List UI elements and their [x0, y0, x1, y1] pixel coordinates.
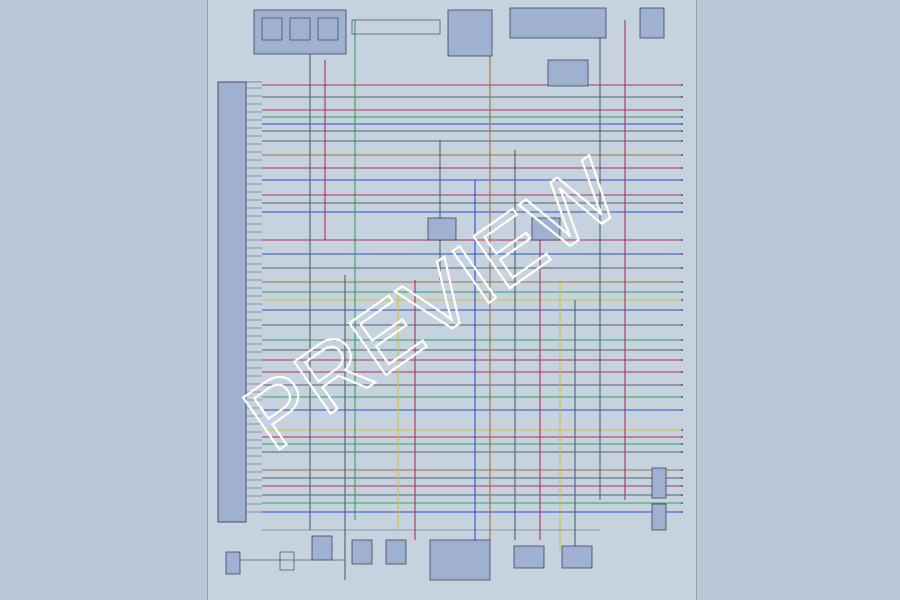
wire-terminal — [681, 494, 683, 496]
wire-terminal — [681, 502, 683, 504]
top-connector-strip — [351, 19, 441, 35]
wire-terminal — [681, 154, 683, 156]
wire-terminal — [681, 436, 683, 438]
wire-terminal — [681, 396, 683, 398]
wire-terminal — [681, 485, 683, 487]
wire-terminal — [681, 267, 683, 269]
wire-terminal — [681, 443, 683, 445]
wire-terminal — [681, 202, 683, 204]
top-relay-block — [253, 9, 347, 55]
wire-terminal — [681, 451, 683, 453]
wire-terminal — [681, 116, 683, 118]
vertical-wire-group — [309, 20, 626, 580]
wire-terminal — [681, 167, 683, 169]
right-connector-a — [651, 467, 667, 499]
top-right-relay — [547, 59, 589, 87]
wire-terminal — [681, 409, 683, 411]
top-right-module — [509, 7, 607, 39]
wire-terminal — [681, 130, 683, 132]
wire-terminal — [681, 140, 683, 142]
top-switch-module — [447, 9, 493, 57]
wire-terminal — [681, 194, 683, 196]
wire-terminal — [681, 384, 683, 386]
bottom-coil-b — [561, 545, 593, 569]
bottom-coil-a — [513, 545, 545, 569]
wire-terminal — [681, 371, 683, 373]
relay-coil-b — [289, 17, 311, 41]
bottom-sensor-3 — [385, 539, 407, 565]
bottom-left-connector — [225, 551, 241, 575]
wire-terminal — [681, 511, 683, 513]
bottom-sensor-1 — [311, 535, 333, 561]
wire-terminal — [681, 429, 683, 431]
wire-terminal — [681, 339, 683, 341]
wire-terminal — [681, 359, 683, 361]
wire-terminal — [681, 239, 683, 241]
ecu-connector-box — [217, 81, 247, 523]
mid-sensor-a — [427, 217, 457, 241]
wire-terminal — [681, 299, 683, 301]
wire-terminal — [681, 477, 683, 479]
wire-terminal — [681, 291, 683, 293]
horizontal-wire-group — [262, 84, 683, 513]
right-connector-b — [651, 503, 667, 531]
bottom-left-sensor — [279, 551, 295, 571]
wire-terminal — [681, 96, 683, 98]
wire-terminal — [681, 349, 683, 351]
wire-terminal — [681, 179, 683, 181]
wire-terminal — [681, 84, 683, 86]
wire-terminal — [681, 469, 683, 471]
wire-terminal — [681, 123, 683, 125]
bottom-center-module — [429, 539, 491, 581]
mid-sensor-b — [531, 217, 561, 241]
top-right-switch — [639, 7, 665, 39]
relay-coil-c — [317, 17, 339, 41]
wire-terminal — [681, 309, 683, 311]
wire-terminal — [681, 253, 683, 255]
wire-terminal — [681, 109, 683, 111]
wire-terminal — [681, 324, 683, 326]
bottom-sensor-2 — [351, 539, 373, 565]
relay-coil-a — [261, 17, 283, 41]
wire-terminal — [681, 281, 683, 283]
wire-terminal — [681, 211, 683, 213]
